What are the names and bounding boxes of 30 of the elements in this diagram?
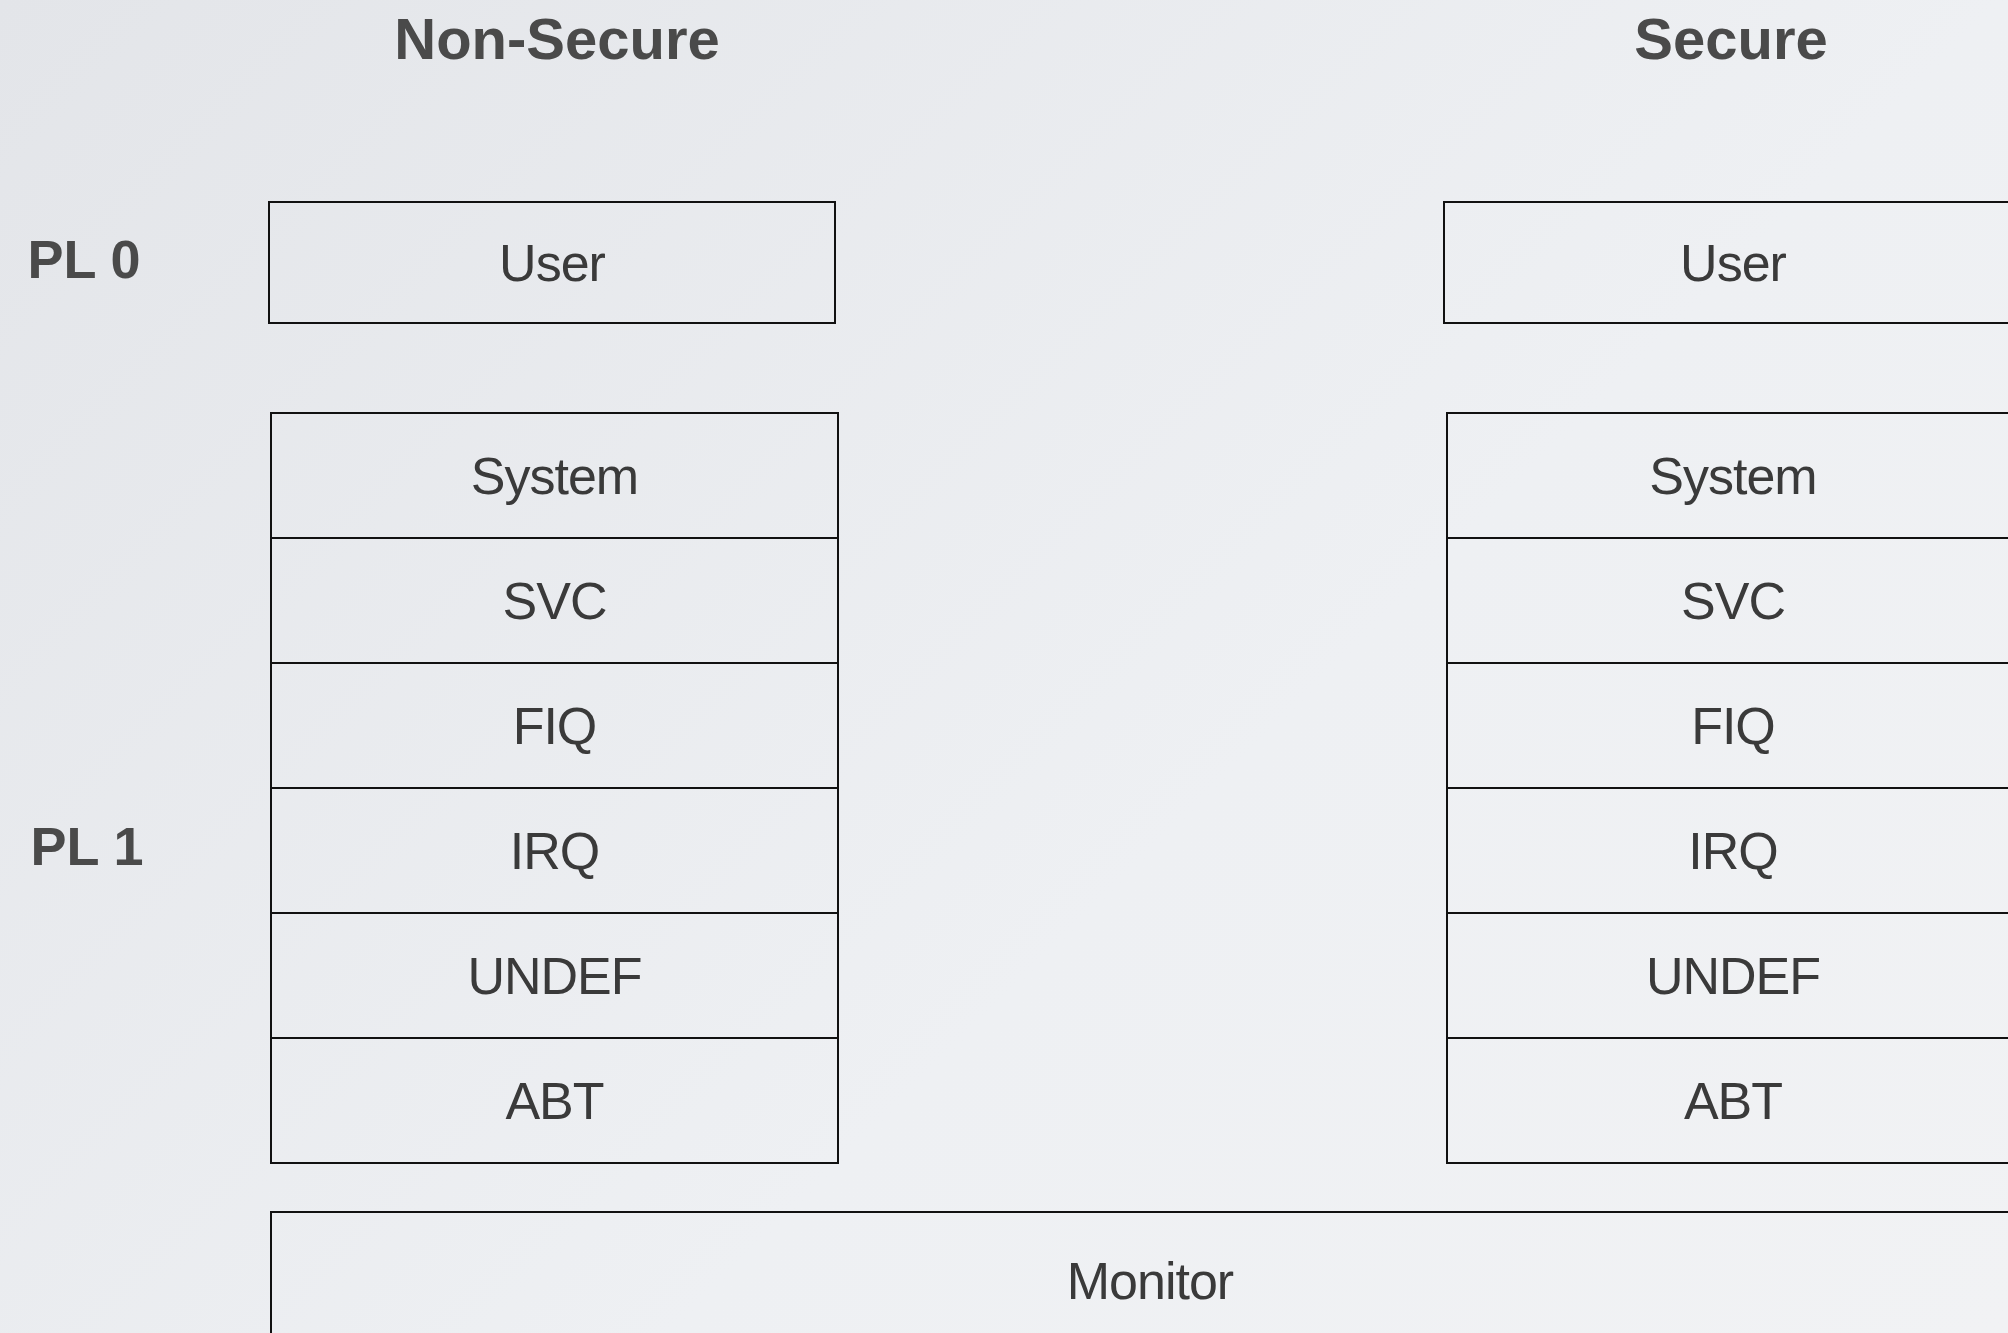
mode-box bbox=[1446, 412, 2008, 539]
mode-name: IRQ bbox=[509, 820, 600, 881]
mode-name: UNDEF bbox=[1644, 945, 1822, 1006]
mode-name: IRQ bbox=[1687, 820, 1779, 881]
mode-name: SVC bbox=[502, 570, 607, 631]
mode-name: FIQ bbox=[512, 695, 597, 756]
mode-box bbox=[268, 201, 836, 324]
mode-name: System bbox=[1648, 445, 1818, 506]
mode-box bbox=[270, 1211, 2008, 1333]
column-heading: Secure bbox=[1634, 4, 1828, 72]
mode-box bbox=[1446, 1037, 2008, 1164]
mode-box bbox=[270, 662, 839, 789]
mode-name: Monitor bbox=[1066, 1251, 1234, 1311]
mode-name: System bbox=[470, 445, 639, 506]
mode-name: ABT bbox=[1682, 1070, 1784, 1131]
mode-name: User bbox=[1679, 232, 1787, 293]
mode-box bbox=[270, 787, 839, 914]
mode-box bbox=[1443, 201, 2008, 324]
mode-name: ABT bbox=[505, 1070, 604, 1131]
mode-name: UNDEF bbox=[467, 945, 642, 1006]
mode-name: SVC bbox=[1680, 570, 1786, 631]
mode-box bbox=[270, 537, 839, 664]
mode-box bbox=[270, 412, 839, 539]
mode-name: User bbox=[499, 232, 605, 293]
mode-box bbox=[270, 912, 839, 1039]
column-heading: Non-Secure bbox=[394, 4, 720, 72]
privilege-level-label: PL 1 bbox=[30, 815, 144, 877]
mode-name: FIQ bbox=[1690, 695, 1776, 756]
privilege-level-label: PL 0 bbox=[27, 228, 141, 290]
mode-box bbox=[270, 1037, 839, 1164]
